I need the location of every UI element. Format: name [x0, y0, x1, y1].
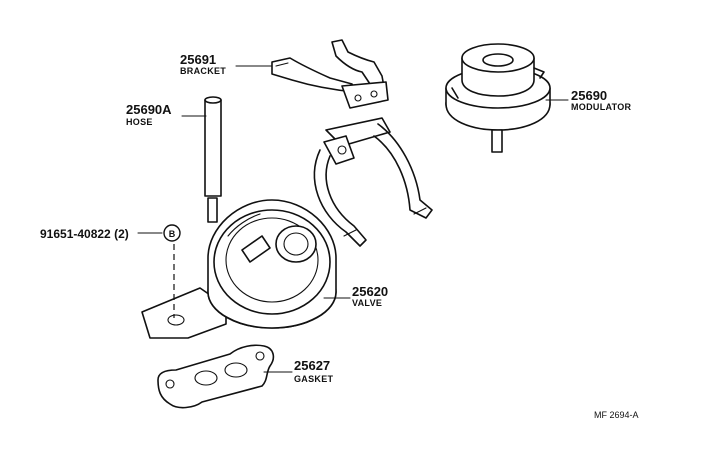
- hose-part-number: 25690A: [126, 102, 172, 117]
- gasket-drawing: [157, 344, 275, 409]
- label-modulator: 25690 MODULATOR: [571, 88, 632, 112]
- label-valve: 25620 VALVE: [352, 284, 388, 308]
- label-bracket: 25691 BRACKET: [180, 52, 226, 76]
- modulator-drawing: [445, 43, 551, 153]
- modulator-part-name: MODULATOR: [571, 102, 632, 112]
- valve-drawing: [141, 197, 337, 339]
- figure-code: MF 2694-A: [594, 410, 639, 420]
- leader-lines: [137, 65, 569, 373]
- bolt-callout-marker: B: [163, 224, 181, 242]
- hose-part-name: HOSE: [126, 117, 153, 127]
- bolt-part-number: 91651-40822 (2): [40, 227, 129, 241]
- bracket-drawing: [271, 39, 433, 247]
- label-bolt: 91651-40822 (2): [40, 227, 129, 241]
- bolt-callout-letter: B: [169, 229, 176, 239]
- gasket-part-name: GASKET: [294, 374, 334, 384]
- hose-drawing: [204, 96, 222, 197]
- modulator-part-number: 25690: [571, 88, 607, 103]
- bracket-part-number: 25691: [180, 52, 216, 67]
- label-hose: 25690A HOSE: [126, 102, 172, 127]
- label-gasket: 25627 GASKET: [294, 358, 334, 384]
- gasket-part-number: 25627: [294, 358, 330, 373]
- valve-part-number: 25620: [352, 284, 388, 299]
- valve-part-name: VALVE: [352, 298, 382, 308]
- bracket-part-name: BRACKET: [180, 66, 226, 76]
